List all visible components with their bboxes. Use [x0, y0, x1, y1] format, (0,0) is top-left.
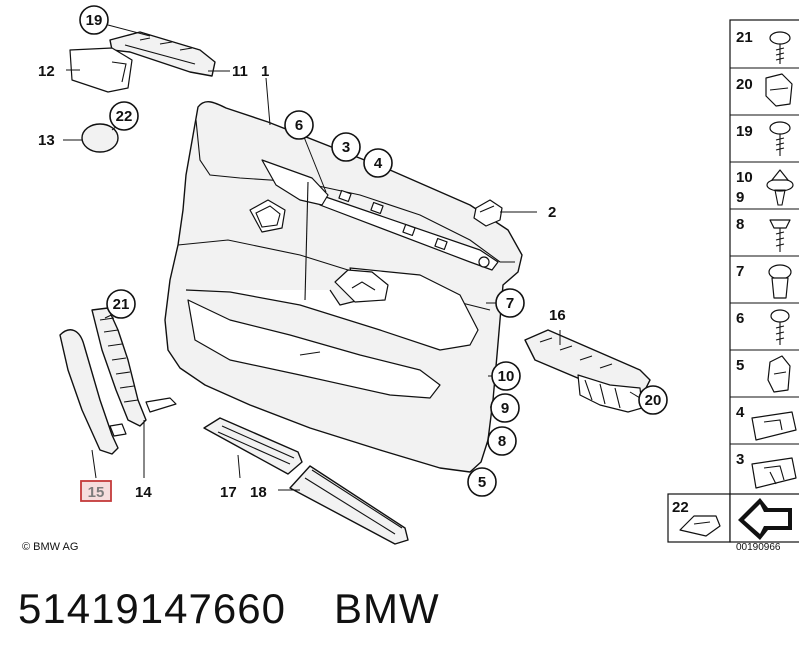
legend-label-21: 21: [736, 29, 753, 46]
svg-text:6: 6: [295, 117, 303, 134]
copyright-notice: © BMW AG: [22, 541, 79, 553]
part-13-cap: [81, 123, 119, 153]
callout-15-highlighted[interactable]: 15: [80, 480, 112, 502]
callout-11: 11: [232, 63, 248, 80]
diagram-code: 00190966: [736, 542, 781, 553]
legend-label-8: 8: [736, 216, 744, 233]
callout-18: 18: [250, 484, 267, 501]
callout-2: 2: [548, 204, 556, 221]
callout-4: 4: [363, 148, 393, 178]
callout-16: 16: [549, 307, 566, 324]
callout-13: 13: [38, 132, 55, 149]
legend-label-4: 4: [736, 404, 745, 421]
screw-8-icon: [769, 219, 791, 252]
svg-text:21: 21: [113, 296, 130, 313]
legend-label-6: 6: [736, 310, 744, 327]
svg-text:3: 3: [342, 139, 350, 156]
legend-label-3: 3: [736, 451, 744, 468]
callout-21-left: 21: [106, 289, 136, 319]
brand-name: BMW: [333, 585, 440, 632]
svg-text:7: 7: [506, 295, 514, 312]
svg-text:4: 4: [374, 155, 383, 172]
part-14-handle-bracket: [91, 307, 177, 437]
legend-label-22: 22: [672, 499, 689, 516]
part-16-window-switch: [524, 329, 651, 413]
svg-text:20: 20: [645, 392, 662, 409]
callout-20: 20: [638, 385, 668, 415]
screw-6-icon: [770, 309, 790, 345]
callout-5: 5: [467, 467, 497, 497]
callout-17: 17: [220, 484, 237, 501]
part-17-trim: [203, 417, 303, 475]
part-number: 51419147660: [18, 585, 286, 632]
callout-19: 19: [79, 5, 109, 35]
svg-text:22: 22: [116, 108, 133, 125]
callout-10: 10: [491, 361, 521, 391]
legend-bottom-row: 22: [667, 493, 799, 543]
callout-7: 7: [495, 288, 525, 318]
bracket-3-icon: [751, 457, 797, 489]
door-trim-panel: [164, 101, 523, 473]
direction-arrow-icon: [738, 498, 792, 540]
svg-text:9: 9: [501, 400, 509, 417]
rivet-10-9-icon: [766, 169, 794, 206]
svg-text:15: 15: [88, 484, 105, 501]
legend-label-5: 5: [736, 357, 744, 374]
clip-20-icon: [765, 73, 793, 107]
screw-19-icon: [769, 121, 791, 156]
callout-22: 22: [109, 101, 139, 131]
bracket-4-icon: [751, 411, 797, 441]
callout-12: 12: [38, 63, 55, 80]
legend-label-19: 19: [736, 123, 753, 140]
callout-9: 9: [490, 393, 520, 423]
part-2-clip: [473, 199, 503, 227]
legend-label-7: 7: [736, 263, 744, 280]
callout-8: 8: [487, 426, 517, 456]
callout-6: 6: [284, 110, 314, 140]
legend-label-10: 10: [736, 169, 753, 186]
part-15-handle-cover: [59, 329, 119, 455]
svg-text:8: 8: [498, 433, 506, 450]
screw-21-icon: [769, 31, 791, 64]
part-footer: 51419147660 BMW: [18, 585, 440, 633]
legend-label-9: 9: [736, 189, 744, 206]
svg-text:5: 5: [478, 474, 486, 491]
plug-7-icon: [768, 264, 792, 299]
callout-3: 3: [331, 132, 361, 162]
legend-label-20: 20: [736, 76, 753, 93]
clip-22-icon: [679, 515, 721, 537]
part-18-trim: [289, 465, 409, 545]
upper-handle-assembly: [69, 31, 216, 93]
svg-text:10: 10: [498, 368, 515, 385]
fastener-legend-panel: 21 20 19 10 9 8 7 6 5 4 3: [729, 19, 799, 511]
clip-5-icon: [767, 355, 791, 393]
callout-14: 14: [135, 484, 152, 501]
callout-1: 1: [261, 63, 269, 80]
svg-text:19: 19: [86, 12, 103, 29]
